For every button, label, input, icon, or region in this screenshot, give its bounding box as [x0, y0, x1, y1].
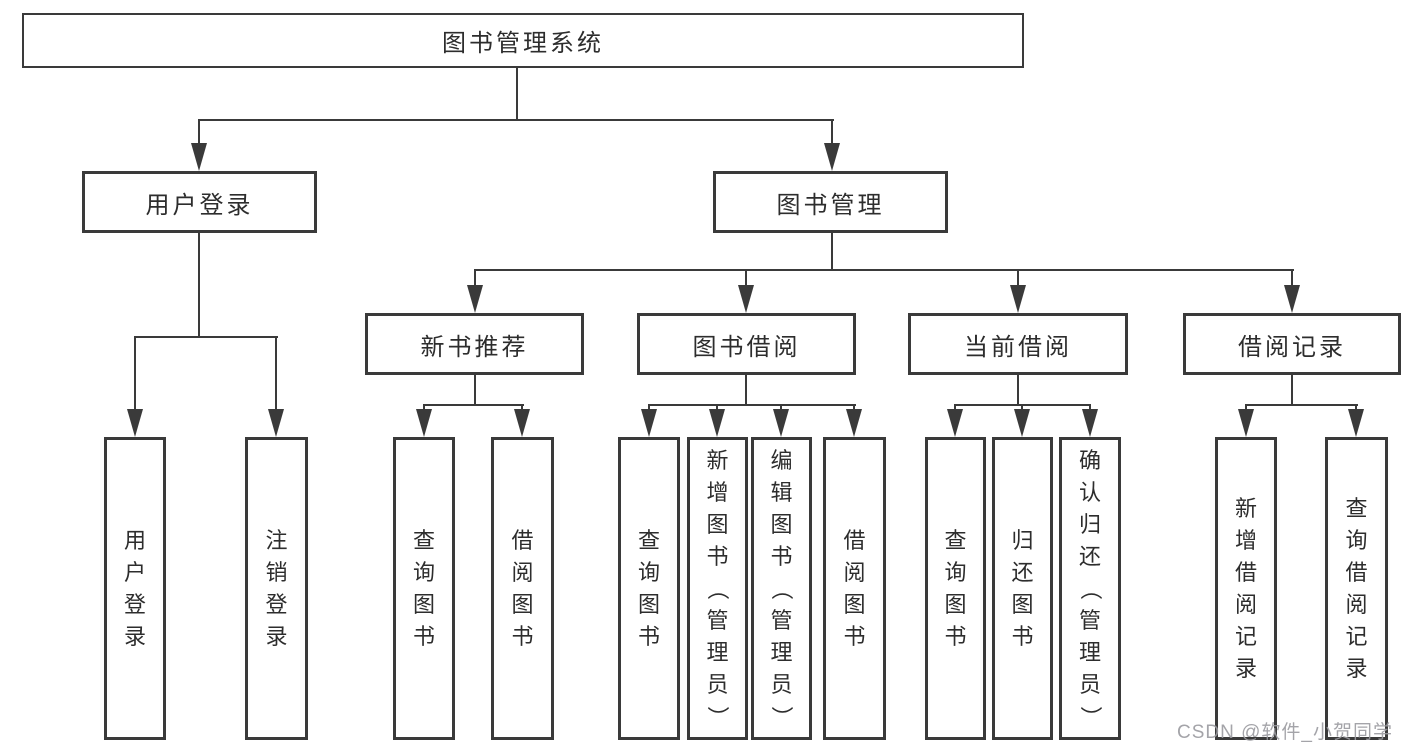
- leaf-query-borrow-record: 查询借阅记录: [1325, 437, 1388, 740]
- arrow-down-icon: [191, 119, 207, 171]
- connector-records-hbar: [1245, 404, 1358, 406]
- leaf-user-login: 用户登录: [104, 437, 166, 740]
- connector-root-drop: [516, 66, 518, 121]
- leaf-add-borrow-record-label: 新增借阅记录: [1234, 495, 1257, 681]
- arrow-down-icon: [268, 336, 284, 437]
- leaf-return-book: 归还图书: [992, 437, 1053, 740]
- connector-user-login-hbar: [134, 336, 278, 338]
- node-book-borrowing-label: 图书借阅: [692, 333, 801, 361]
- connector-borrowing-drop: [745, 373, 747, 406]
- leaf-logout-label: 注销登录: [265, 527, 288, 649]
- arrow-down-icon: [416, 404, 432, 437]
- leaf-add-borrow-record: 新增借阅记录: [1215, 437, 1277, 740]
- leaf-borrow-books-borrowing-label: 借阅图书: [843, 527, 866, 649]
- leaf-query-borrow-record-label: 查询借阅记录: [1345, 495, 1368, 681]
- arrow-down-icon: [709, 404, 725, 437]
- node-user-login: 用户登录: [82, 171, 317, 233]
- arrow-down-icon: [641, 404, 657, 437]
- connector-recommend-drop: [474, 373, 476, 406]
- connector-book-management-drop: [831, 231, 833, 271]
- arrow-down-icon: [467, 269, 483, 313]
- node-current-borrowing: 当前借阅: [908, 313, 1128, 375]
- leaf-add-book-admin-label: 新增图书（管理员）: [705, 447, 731, 728]
- arrow-down-icon: [1238, 404, 1254, 437]
- connector-current-drop: [1017, 373, 1019, 406]
- arrow-down-icon: [947, 404, 963, 437]
- leaf-logout: 注销登录: [245, 437, 308, 740]
- node-user-login-label: 用户登录: [145, 191, 254, 219]
- arrow-down-icon: [1010, 269, 1026, 313]
- leaf-borrow-books-recommend: 借阅图书: [491, 437, 554, 740]
- leaf-add-book-admin: 新增图书（管理员）: [687, 437, 748, 740]
- node-new-book-recommend: 新书推荐: [365, 313, 584, 375]
- csdn-watermark: CSDN @软件_小贺同学: [1177, 722, 1393, 743]
- leaf-query-books-borrowing: 查询图书: [618, 437, 680, 740]
- leaf-user-login-label: 用户登录: [123, 527, 146, 649]
- connector-recommend-hbar: [423, 404, 524, 406]
- leaf-query-books-borrowing-label: 查询图书: [637, 527, 660, 649]
- node-book-management-label: 图书管理: [776, 191, 885, 219]
- arrow-down-icon: [127, 336, 143, 437]
- node-book-borrowing: 图书借阅: [637, 313, 856, 375]
- node-new-book-recommend-label: 新书推荐: [420, 333, 529, 361]
- arrow-down-icon: [1082, 404, 1098, 437]
- leaf-return-book-label: 归还图书: [1011, 527, 1034, 649]
- leaf-borrow-books-borrowing: 借阅图书: [823, 437, 886, 740]
- arrow-down-icon: [1284, 269, 1300, 313]
- arrow-down-icon: [846, 404, 862, 437]
- connector-book-management-hbar: [474, 269, 1294, 271]
- root-node-library-system: 图书管理系统: [22, 13, 1024, 68]
- leaf-edit-book-admin-label: 编辑图书（管理员）: [769, 447, 795, 728]
- connector-user-login-drop: [198, 231, 200, 338]
- arrow-down-icon: [824, 119, 840, 171]
- connector-borrowing-hbar: [648, 404, 856, 406]
- leaf-confirm-return-admin: 确认归还（管理员）: [1059, 437, 1121, 740]
- leaf-query-books-recommend-label: 查询图书: [412, 527, 435, 649]
- leaf-confirm-return-admin-label: 确认归还（管理员）: [1077, 447, 1103, 728]
- node-book-management: 图书管理: [713, 171, 948, 233]
- node-borrow-records-label: 借阅记录: [1238, 333, 1346, 361]
- connector-root-hbar: [198, 119, 834, 121]
- arrow-down-icon: [1014, 404, 1030, 437]
- leaf-borrow-books-recommend-label: 借阅图书: [511, 527, 534, 649]
- root-node-label: 图书管理系统: [442, 30, 604, 57]
- node-borrow-records: 借阅记录: [1183, 313, 1401, 375]
- leaf-edit-book-admin: 编辑图书（管理员）: [751, 437, 812, 740]
- leaf-query-books-current: 查询图书: [925, 437, 986, 740]
- arrow-down-icon: [1348, 404, 1364, 437]
- arrow-down-icon: [738, 269, 754, 313]
- arrow-down-icon: [773, 404, 789, 437]
- leaf-query-books-current-label: 查询图书: [944, 527, 967, 649]
- node-current-borrowing-label: 当前借阅: [964, 333, 1072, 361]
- connector-records-drop: [1291, 373, 1293, 406]
- arrow-down-icon: [514, 404, 530, 437]
- leaf-query-books-recommend: 查询图书: [393, 437, 455, 740]
